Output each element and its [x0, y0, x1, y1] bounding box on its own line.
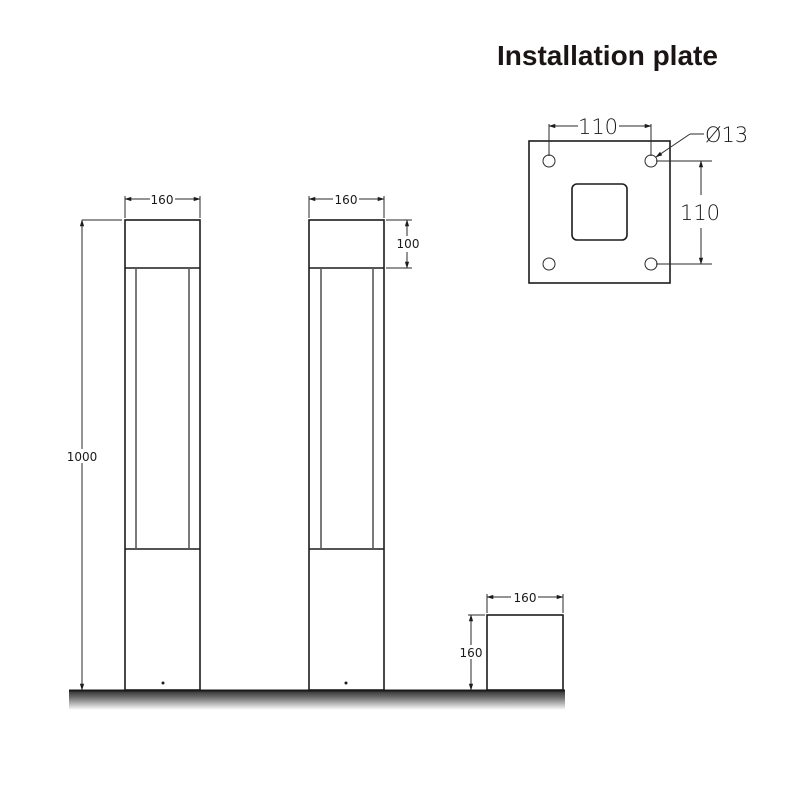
plate-hole-spacing-v-label: 110	[680, 201, 720, 225]
mounting-hole-top-right	[644, 154, 658, 168]
plate-horizontal-dimension: 110	[548, 115, 652, 156]
post-2-cap-height-label: 100	[397, 237, 420, 251]
post-2-screw	[344, 681, 348, 685]
plate-vertical-dimension: 110	[656, 160, 720, 265]
bollard-post-1: 160 1000	[67, 193, 201, 691]
base-block-height-label: 160	[460, 646, 483, 660]
hole-diameter-label: Ø13	[705, 123, 748, 147]
post-1-height-label: 1000	[67, 450, 98, 464]
installation-plate: 110 110 Ø13	[528, 115, 748, 284]
mounting-hole-top-left	[542, 154, 556, 168]
plate-hole-spacing-h-label: 110	[578, 115, 618, 139]
plate-center-opening	[571, 183, 628, 241]
base-block: 160 160	[458, 591, 564, 691]
page-title: Installation plate	[497, 40, 718, 71]
mounting-hole-bottom-left	[542, 257, 556, 271]
ground-strip	[69, 690, 565, 710]
post-1-screw	[161, 681, 165, 685]
plate-outline	[528, 140, 671, 284]
bollard-post-2: 160 100	[308, 193, 420, 691]
base-block-outline	[486, 614, 564, 691]
base-block-width-label: 160	[514, 591, 537, 605]
post-2-width-label: 160	[335, 193, 358, 207]
post-1-width-label: 160	[151, 193, 174, 207]
hole-diameter-leader: Ø13	[655, 123, 748, 158]
mounting-hole-bottom-right	[644, 257, 658, 271]
